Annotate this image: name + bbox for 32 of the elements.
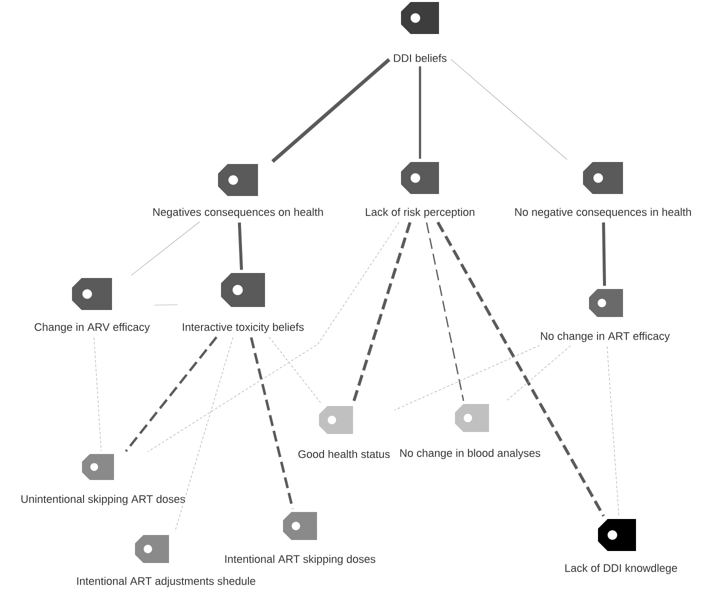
node-label: No change in blood analyses	[400, 448, 540, 460]
node-label: DDI beliefs	[394, 54, 446, 62]
dashed-connector	[606, 346, 620, 516]
node-label: Intentional ART adjustments shedule	[77, 576, 256, 588]
node-label: Good health status	[298, 450, 390, 458]
dashed-connector	[426, 222, 464, 401]
dashed-connector	[436, 222, 605, 517]
node-label: Change in ARV efficacy	[34, 322, 150, 334]
connector	[271, 58, 390, 163]
node-label: No negative consequences in health	[515, 208, 691, 218]
node-label: Negatives consequences on health	[153, 208, 323, 218]
connector	[450, 58, 568, 160]
dashed-connector	[505, 346, 571, 402]
node-label: Intentional ART skipping doses	[225, 554, 376, 566]
dashed-connector	[394, 345, 540, 410]
dashed-connector	[125, 336, 218, 452]
dashed-connector	[174, 337, 234, 532]
node-label: No change in ART efficacy	[541, 332, 670, 342]
node-label: Interactive toxicity beliefs	[182, 322, 304, 334]
connector	[602, 222, 606, 286]
connector	[130, 221, 200, 276]
node-label: Lack of DDI knowdlege	[565, 564, 678, 574]
dashed-connector	[250, 337, 294, 510]
dashed-connector	[352, 222, 412, 404]
dashed-connector	[94, 337, 102, 452]
node-label: Lack of risk perception	[366, 208, 474, 218]
connector	[418, 66, 422, 159]
dashed-connector	[268, 336, 322, 404]
connector	[238, 222, 243, 270]
dashed-connector	[148, 222, 400, 452]
connector	[154, 304, 178, 306]
node-label: Unintentional skipping ART doses	[21, 494, 186, 506]
